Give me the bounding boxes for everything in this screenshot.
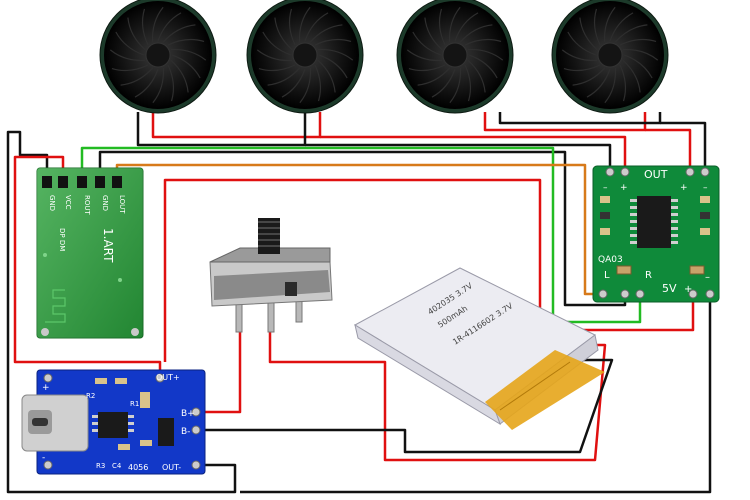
wire-bplus-switch [205, 330, 242, 414]
amp-5v-label: 5V [662, 282, 677, 295]
amp-r-label: R [645, 270, 652, 281]
charger-minus-left: - [42, 453, 45, 463]
speaker-icon [99, 0, 217, 114]
amp-5v-plus: + [684, 284, 692, 295]
wire-bt-gnd [6, 130, 237, 494]
speaker-icon [551, 0, 669, 114]
charger-part-r1: R1 [130, 400, 139, 408]
amp-l-label: L [604, 270, 610, 281]
bluetooth-module: GND VCC ROUT GND LOUT DP DM 1.ART [36, 167, 144, 339]
charger-outminus-label: OUT- [162, 463, 181, 472]
battery-tape [485, 350, 605, 430]
amp-plus-right: + [680, 183, 688, 193]
charger-part-r2: R2 [86, 392, 95, 400]
speaker-icon [246, 0, 364, 114]
charger-part-c4: C4 [112, 462, 122, 470]
amp-minus-right: – [703, 183, 708, 193]
usb-c-port [21, 394, 89, 452]
wire-speaker3-black [498, 112, 662, 125]
amp-minus-left: – [603, 183, 608, 193]
bt-silk-name: 1.ART [101, 228, 115, 263]
charger-bplus-label: B+ [181, 409, 195, 419]
bt-pin-vcc-label: VCC [64, 195, 72, 210]
wire-battery-red [268, 330, 607, 462]
charger-bminus-label: B- [181, 427, 190, 437]
wire-switch-5v [163, 178, 695, 362]
wire-speaker1-red [151, 112, 322, 139]
amp-model-label: QA03 [598, 255, 623, 265]
charger-part-r3: R3 [96, 462, 105, 470]
amp-5v-minus: – [705, 272, 710, 283]
bt-pin-gnd-label: GND [48, 195, 56, 211]
wire-speaker1-black [136, 112, 307, 147]
charger-plus-left: + [42, 383, 50, 393]
slide-switch [209, 218, 333, 333]
wire-speaker3-red [483, 112, 647, 132]
wire-amp-gnd [240, 295, 712, 494]
amp-plus-left: + [620, 183, 628, 193]
wire-bt-rout [80, 146, 642, 324]
switch-knob[interactable] [258, 218, 280, 254]
bt-pin-rout-label: ROUT [83, 195, 91, 215]
bt-pin-gnd2-label: GND [101, 195, 109, 211]
speaker-icon [396, 0, 514, 114]
wire-bt-vcc [13, 155, 162, 375]
wire-bt-gnd2 [98, 150, 627, 307]
charger-board: OUT+ B+ B- OUT- 4056 R3 C4 R2 R1 + - [21, 369, 206, 475]
lipo-battery: 402035 3.7V 500mAh 1R-4116602 3.7V [353, 267, 605, 430]
bt-pin-labels: GND VCC ROUT GND LOUT DP DM 1.ART [48, 195, 126, 263]
amp-ic-chip [630, 196, 678, 248]
amp-out-label: OUT [644, 168, 668, 181]
bt-pin-lout-label: LOUT [118, 195, 126, 214]
wire-battery-black [205, 358, 614, 454]
amplifier-board: OUT + – + – QA03 L [592, 165, 720, 303]
wire-bt-lout [115, 163, 603, 296]
wires [6, 112, 712, 494]
speaker-group [99, 0, 669, 114]
bt-header-pins [42, 176, 122, 188]
charger-chip-label: 4056 [128, 463, 148, 472]
bt-dp-dm-label: DP DM [58, 228, 66, 251]
bt-antenna-trace [45, 289, 66, 323]
charger-outplus-label: OUT+ [156, 373, 180, 382]
